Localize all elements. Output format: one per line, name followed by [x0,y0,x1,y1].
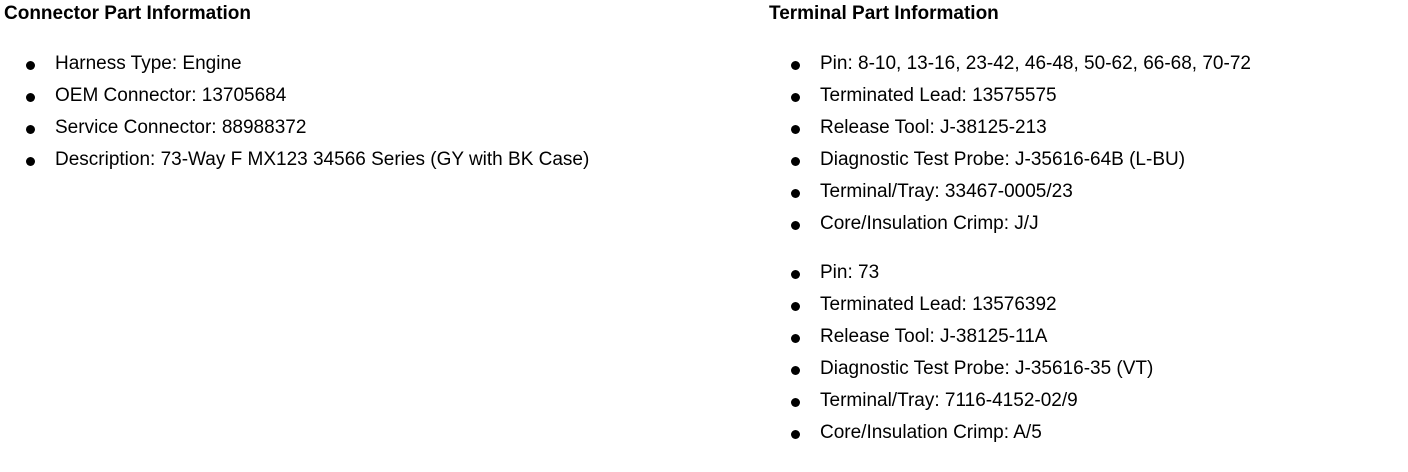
terminal-detail-list-group-1: Pin: 8-10, 13-16, 23-42, 46-48, 50-62, 6… [769,48,1408,240]
bullet-icon [791,334,800,343]
bullet-icon [791,189,800,198]
bullet-icon [791,302,800,311]
bullet-icon [26,157,35,166]
list-item: Diagnostic Test Probe: J-35616-64B (L-BU… [769,144,1408,176]
list-item: Diagnostic Test Probe: J-35616-35 (VT) [769,353,1408,385]
connector-detail-list: Harness Type: Engine OEM Connector: 1370… [4,48,764,176]
terminal-part-information-column: Terminal Part Information Pin: 8-10, 13-… [769,0,1408,449]
list-item-label: Release Tool: J-38125-11A [820,326,1048,347]
list-item: Harness Type: Engine [4,48,764,80]
list-item: Terminated Lead: 13575575 [769,80,1408,112]
list-item-label: Core/Insulation Crimp: J/J [820,213,1039,234]
list-item: Release Tool: J-38125-213 [769,112,1408,144]
list-item: Pin: 8-10, 13-16, 23-42, 46-48, 50-62, 6… [769,48,1408,80]
bullet-icon [791,61,800,70]
bullet-icon [791,157,800,166]
list-item: Release Tool: J-38125-11A [769,321,1408,353]
bullet-icon [26,61,35,70]
terminal-detail-list-group-2: Pin: 73 Terminated Lead: 13576392 Releas… [769,257,1408,449]
list-item: Core/Insulation Crimp: J/J [769,208,1408,240]
bullet-icon [791,93,800,102]
list-item-label: Terminal/Tray: 7116-4152-02/9 [820,390,1078,411]
bullet-icon [26,125,35,134]
connector-section-title: Connector Part Information [4,3,252,24]
list-item-label: Release Tool: J-38125-213 [820,117,1047,138]
bullet-icon [791,398,800,407]
bullet-icon [791,270,800,279]
list-item: Terminated Lead: 13576392 [769,289,1408,321]
list-item-label: Diagnostic Test Probe: J-35616-35 (VT) [820,358,1154,379]
list-item: Terminal/Tray: 7116-4152-02/9 [769,385,1408,417]
list-item: Service Connector: 88988372 [4,112,764,144]
terminal-section-title: Terminal Part Information [769,3,999,24]
bullet-icon [791,125,800,134]
bullet-icon [791,430,800,439]
bullet-icon [26,93,35,102]
list-item-label: Core/Insulation Crimp: A/5 [820,422,1042,443]
list-item-label: Diagnostic Test Probe: J-35616-64B (L-BU… [820,149,1186,170]
list-item-label: Pin: 8-10, 13-16, 23-42, 46-48, 50-62, 6… [820,53,1251,74]
list-item: Description: 73-Way F MX123 34566 Series… [4,144,764,176]
list-item: Terminal/Tray: 33467-0005/23 [769,176,1408,208]
bullet-icon [791,366,800,375]
list-item: OEM Connector: 13705684 [4,80,764,112]
list-item-label: Description: 73-Way F MX123 34566 Series… [55,149,590,170]
list-item: Core/Insulation Crimp: A/5 [769,417,1408,449]
list-item-label: Harness Type: Engine [55,53,242,74]
list-item-label: Terminated Lead: 13575575 [820,85,1057,106]
list-item-label: OEM Connector: 13705684 [55,85,287,106]
list-item-label: Terminal/Tray: 33467-0005/23 [820,181,1073,202]
list-item-label: Terminated Lead: 13576392 [820,294,1057,315]
list-item-label: Pin: 73 [820,262,880,283]
connector-part-information-column: Connector Part Information Harness Type:… [4,0,764,176]
bullet-icon [791,221,800,230]
list-item: Pin: 73 [769,257,1408,289]
list-item-label: Service Connector: 88988372 [55,117,307,138]
